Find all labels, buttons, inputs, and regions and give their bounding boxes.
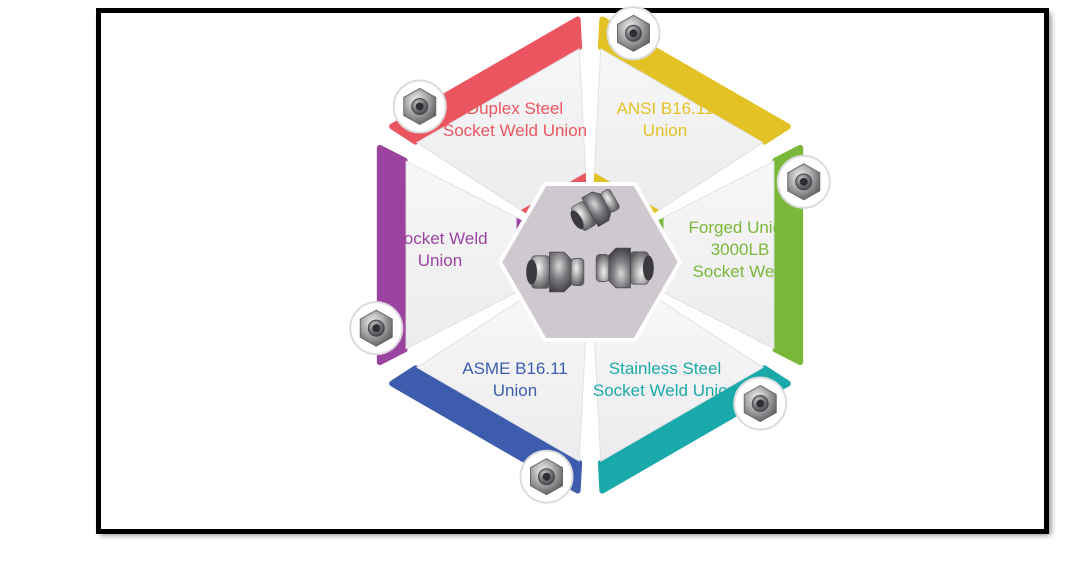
center-hexagon — [497, 182, 683, 342]
segment-panel-socketweld — [405, 160, 518, 350]
segment-panels — [405, 48, 775, 462]
union-fitting-icon — [606, 6, 661, 61]
segment-label-line: Duplex Steel — [467, 99, 563, 118]
segment-label-line: Stainless Steel — [609, 359, 721, 378]
union-fitting-icon — [526, 251, 585, 293]
segment-label-line: Socket Weld — [692, 262, 787, 281]
segment-label-line: Socket Weld Union — [443, 121, 587, 140]
union-fitting-icon — [776, 154, 831, 209]
segment-label-line: Union — [418, 251, 462, 270]
segment-panel-ansi — [593, 48, 765, 211]
union-fitting-icon — [392, 79, 447, 134]
segment-label-line: Socket Weld Union — [593, 381, 737, 400]
union-fitting-icon — [349, 301, 404, 356]
union-fitting-icon — [595, 247, 654, 289]
segment-label-line: Forged Union — [688, 218, 791, 237]
segment-icons — [349, 6, 831, 504]
union-fitting-icon — [519, 449, 574, 504]
union-fitting-icon — [570, 188, 620, 231]
segment-label-line: Union — [493, 381, 537, 400]
segment-label-line: ANSI B16.11 — [616, 99, 713, 118]
union-fitting-icon — [733, 376, 788, 431]
segment-label-forged: Forged Union 3000LB Socket Weld — [688, 218, 791, 281]
segment-label-line: ASME B16.11 — [462, 359, 568, 378]
segment-label-line: 3000LB — [711, 240, 770, 259]
union-assembly-icon — [526, 188, 654, 293]
segment-label-line: Socket Weld — [392, 229, 487, 248]
segment-label-line: Union — [643, 121, 687, 140]
